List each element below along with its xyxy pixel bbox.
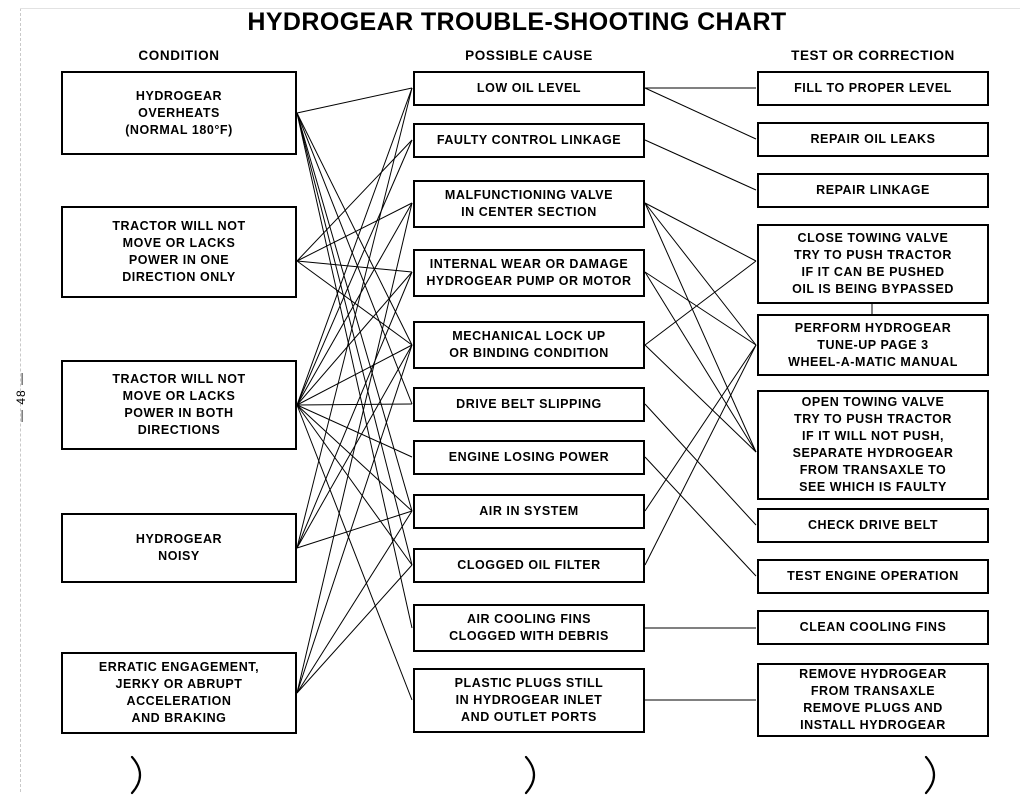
- crescent-mark-icon: [522, 755, 546, 795]
- condition-box[interactable]: HYDROGEAR OVERHEATS (NORMAL 180°F): [61, 71, 297, 155]
- crescent-mark-icon: [922, 755, 946, 795]
- correction-box[interactable]: REPAIR OIL LEAKS: [757, 122, 989, 157]
- cause-box[interactable]: AIR COOLING FINS CLOGGED WITH DEBRIS: [413, 604, 645, 652]
- condition-box[interactable]: TRACTOR WILL NOT MOVE OR LACKS POWER IN …: [61, 206, 297, 298]
- cause-box[interactable]: LOW OIL LEVEL: [413, 71, 645, 106]
- cause-box[interactable]: AIR IN SYSTEM: [413, 494, 645, 529]
- condition-box[interactable]: ERRATIC ENGAGEMENT, JERKY OR ABRUPT ACCE…: [61, 652, 297, 734]
- page-edge-top: [20, 8, 1020, 9]
- column-header-cause: POSSIBLE CAUSE: [465, 48, 593, 63]
- cause-box[interactable]: CLOGGED OIL FILTER: [413, 548, 645, 583]
- cause-box[interactable]: DRIVE BELT SLIPPING: [413, 387, 645, 422]
- correction-box[interactable]: TEST ENGINE OPERATION: [757, 559, 989, 594]
- column-header-condition: CONDITION: [138, 48, 220, 63]
- cause-box[interactable]: PLASTIC PLUGS STILL IN HYDROGEAR INLET A…: [413, 668, 645, 733]
- cause-box[interactable]: MALFUNCTIONING VALVE IN CENTER SECTION: [413, 180, 645, 228]
- condition-box[interactable]: HYDROGEAR NOISY: [61, 513, 297, 583]
- correction-box[interactable]: CHECK DRIVE BELT: [757, 508, 989, 543]
- correction-box[interactable]: CLEAN COOLING FINS: [757, 610, 989, 645]
- page-number: — 48 —: [14, 372, 28, 423]
- correction-box[interactable]: PERFORM HYDROGEAR TUNE-UP PAGE 3 WHEEL-A…: [757, 314, 989, 376]
- column-header-correction: TEST OR CORRECTION: [791, 48, 955, 63]
- crescent-mark-icon: [128, 755, 152, 795]
- correction-box[interactable]: CLOSE TOWING VALVE TRY TO PUSH TRACTOR I…: [757, 224, 989, 304]
- condition-box[interactable]: TRACTOR WILL NOT MOVE OR LACKS POWER IN …: [61, 360, 297, 450]
- correction-box[interactable]: REMOVE HYDROGEAR FROM TRANSAXLE REMOVE P…: [757, 663, 989, 737]
- correction-box[interactable]: FILL TO PROPER LEVEL: [757, 71, 989, 106]
- cause-box[interactable]: INTERNAL WEAR OR DAMAGE HYDROGEAR PUMP O…: [413, 249, 645, 297]
- page-title: HYDROGEAR TROUBLE-SHOOTING CHART: [247, 8, 787, 36]
- cause-box[interactable]: ENGINE LOSING POWER: [413, 440, 645, 475]
- cause-box[interactable]: FAULTY CONTROL LINKAGE: [413, 123, 645, 158]
- correction-box[interactable]: REPAIR LINKAGE: [757, 173, 989, 208]
- correction-box[interactable]: OPEN TOWING VALVE TRY TO PUSH TRACTOR IF…: [757, 390, 989, 500]
- page-edge-left: [20, 8, 21, 792]
- cause-box[interactable]: MECHANICAL LOCK UP OR BINDING CONDITION: [413, 321, 645, 369]
